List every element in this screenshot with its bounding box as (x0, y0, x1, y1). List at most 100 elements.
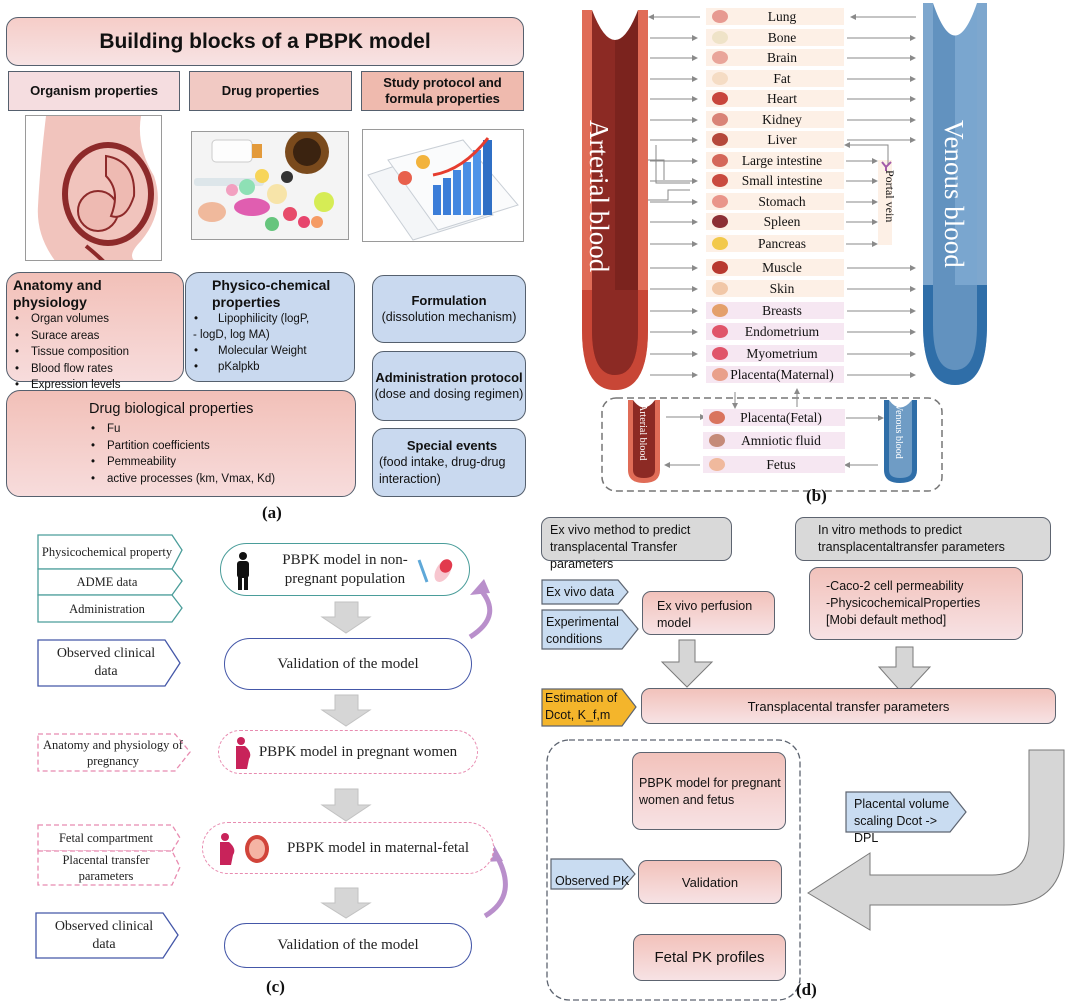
arrowhead (910, 286, 916, 292)
arrowhead (692, 372, 698, 378)
organ-large-intestine: Large intestine (706, 152, 844, 169)
fetal-arterial-label: Arterial blood (637, 404, 648, 461)
arrowhead (692, 178, 698, 184)
drug-bio-item: Pemmeability (89, 454, 345, 471)
organ-muscle: Muscle (706, 259, 844, 276)
organ-brain: Brain (706, 49, 844, 66)
arrowhead (850, 14, 856, 20)
organ-liver: Liver (706, 131, 844, 148)
special-events-title: Special events (406, 438, 498, 453)
arrowhead (910, 265, 916, 271)
mother-fetus-icon (220, 833, 269, 865)
arrowhead (910, 308, 916, 314)
arrowhead (692, 158, 698, 164)
header-drug-properties: Drug properties (189, 71, 352, 111)
organ-label: Stomach (758, 193, 806, 209)
anatomy-item: Organ volumes (13, 311, 179, 328)
arrowhead (910, 35, 916, 41)
arrowhead (910, 76, 916, 82)
physchem-title-line1: Physico-chemical (212, 277, 331, 293)
arrowhead (692, 351, 698, 357)
observed-clinical-data-1: Observed clinical data (56, 646, 156, 679)
fetal-pk-profiles: Fetal PK profiles (633, 934, 786, 981)
arrowhead (910, 96, 916, 102)
model-non-pregnant: PBPK model in non-pregnant population (220, 543, 470, 596)
organ-pancreas: Pancreas (706, 235, 844, 252)
validation-2: Validation of the model (224, 923, 472, 968)
formulation-title: Formulation (411, 293, 487, 308)
organ-label: Heart (767, 90, 797, 106)
organ-endometrium: Endometrium (706, 323, 844, 340)
header-study-protocol: Study protocol and formula properties (361, 71, 524, 111)
fetal-organ-fetus: Fetus (703, 456, 845, 473)
fat-icon (712, 72, 728, 85)
panel-c-label: (c) (266, 977, 285, 996)
arrowhead (692, 55, 698, 61)
organ-label: Endometrium (744, 323, 820, 339)
organ-label: Placenta(Fetal) (740, 409, 822, 425)
organ-label: Small intestine (741, 172, 823, 188)
input-administration: Administration (69, 601, 145, 616)
breast-icon (712, 304, 728, 317)
organ-label: Kidney (762, 111, 802, 127)
drug-bio-item: Fu (89, 421, 345, 438)
header-organism-properties: Organism properties (8, 71, 180, 111)
fetal-organ-placenta-fetal: Placenta(Fetal) (703, 409, 845, 426)
arrowhead (692, 241, 698, 247)
portal-vein-icon (881, 161, 892, 171)
physchem-item: pKalpkb (218, 361, 260, 373)
arrowhead (692, 329, 698, 335)
anatomy-item: Expression levels (13, 377, 179, 394)
organ-fat: Fat (706, 70, 844, 87)
administration-sub: (dose and dosing regimen) (374, 387, 524, 401)
arrowhead (910, 117, 916, 123)
arrowhead (648, 14, 654, 20)
skin-icon (712, 282, 728, 295)
pbpk-model-pregnant-fetus: PBPK model for pregnant women and fetus (632, 752, 786, 830)
physico-chemical-box: Physico-chemical properties •Lipophilici… (185, 272, 355, 382)
model-pregnant-women: PBPK model in pregnant women (218, 730, 478, 774)
pancreas-icon (712, 237, 728, 250)
person-icon (237, 552, 249, 590)
kidney-icon (712, 113, 728, 126)
validation-box: Validation (638, 860, 782, 904)
organ-label: Skin (769, 280, 795, 296)
heart-icon (712, 92, 728, 105)
in-vitro-method: -Caco-2 cell permeability (826, 579, 964, 593)
arrowhead (910, 55, 916, 61)
formulation-box: Formulation (dissolution mechanism) (372, 275, 526, 343)
arrowhead (692, 35, 698, 41)
arrowhead (692, 137, 698, 143)
administration-title: Administration protocol (375, 370, 523, 385)
arrowhead (910, 372, 916, 378)
panel-d-shapes (541, 579, 1065, 1001)
arrowhead (872, 241, 878, 247)
brain-icon (712, 51, 728, 64)
organ-label: Bone (767, 29, 797, 45)
stomach-icon (712, 195, 728, 208)
organ-label: Large intestine (741, 152, 823, 168)
placental-scaling-tag: Placental volume scaling Dcot -> DPL (854, 797, 950, 845)
input-adme-data: ADME data (76, 575, 138, 589)
observed-clinical-data-2: Observed clinical data (54, 919, 154, 952)
organ-stomach: Stomach (706, 193, 844, 210)
validation-1: Validation of the model (224, 638, 472, 690)
in-vitro-method: -PhysicochemicalProperties (826, 596, 981, 610)
organ-lung: Lung (706, 8, 844, 25)
placenta-icon (709, 411, 725, 424)
organ-label: Myometrium (746, 345, 818, 361)
organ-label: Liver (767, 131, 797, 147)
organ-placenta-maternal: Placenta(Maternal) (706, 366, 844, 383)
organ-small-intestine: Small intestine (706, 172, 844, 189)
panel-a-title: Building blocks of a PBPK model (6, 17, 524, 66)
model-pregnant-text: PBPK model in pregnant women (258, 743, 458, 760)
arrowhead (872, 158, 878, 164)
uterus-icon (712, 347, 728, 360)
input-physicochemical-property: Physicochemical property (41, 545, 173, 559)
model-maternal-fetal: PBPK model in maternal-fetal (202, 822, 494, 874)
portal-vein-label: Portal vein (883, 170, 897, 223)
arrowhead (692, 96, 698, 102)
in-vitro-methods-box: -Caco-2 cell permeability -Physicochemic… (809, 567, 1023, 640)
lung-icon (712, 10, 728, 23)
anatomy-item: Tissue composition (13, 344, 179, 361)
